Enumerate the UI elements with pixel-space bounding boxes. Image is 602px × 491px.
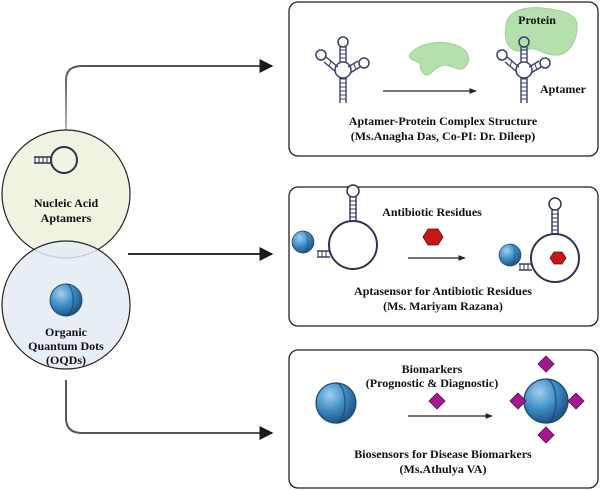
aptamer-label-line-1: Nucleic Acid xyxy=(34,196,99,210)
biomarker-diamond-icon xyxy=(537,426,555,444)
panel-2-top-label: Antibiotic Residues xyxy=(382,205,482,219)
protein-label: Protein xyxy=(518,13,556,27)
qd-label-line-1: Organic xyxy=(45,325,88,339)
aptamer-label: Aptamer xyxy=(540,82,587,96)
panel-1-caption-line-1: Aptamer-Protein Complex Structure xyxy=(349,114,538,128)
aptamer-circle-shape xyxy=(1,129,131,259)
protein-blob-icon xyxy=(408,42,470,76)
quantum-dot-icon xyxy=(291,230,315,254)
biomarker-diamond-icon xyxy=(509,392,527,410)
biomarker-diamond-icon xyxy=(567,392,585,410)
qd-label-line-3: (OQDs) xyxy=(46,353,86,367)
quantum-dot-icon xyxy=(315,382,357,424)
panel-1-caption-line-2: (Ms.Anagha Das, Co-PI: Dr. Dileep) xyxy=(351,129,536,143)
aptamer-hairpin-icon xyxy=(34,146,78,174)
connector-to-panel-1 xyxy=(65,59,274,143)
quantum-dot-icon xyxy=(49,283,83,317)
panel-3-caption-line-1: Biosensors for Disease Biomarkers xyxy=(354,447,532,461)
biomarker-diamond-icon xyxy=(428,392,446,410)
panel-3-frame xyxy=(288,349,599,489)
qd-label-line-2: Quantum Dots xyxy=(28,339,104,353)
qd-circle: Organic Quantum Dots (OQDs) xyxy=(1,240,131,370)
panel-2-frame xyxy=(288,186,599,327)
panel-aptamer-protein: Protein Aptamer Aptamer-Protein Complex … xyxy=(288,1,599,157)
aptamer-circle: Nucleic Acid Aptamers xyxy=(1,129,131,259)
connector-to-panel-3 xyxy=(65,380,274,440)
panel-2-caption-line-1: Aptasensor for Antibiotic Residues xyxy=(354,284,532,298)
panel-3-top-label-line-2: (Prognostic & Diagnostic) xyxy=(366,376,498,390)
panel-3-caption-line-2: (Ms.Athulya VA) xyxy=(400,462,487,476)
biomarker-diamond-icon xyxy=(537,355,555,373)
panel-biomarkers: Biomarkers (Prognostic & Diagnostic) Bio… xyxy=(288,349,599,489)
quantum-dot-icon xyxy=(523,378,569,424)
panel-3-top-label-line-1: Biomarkers xyxy=(402,362,463,376)
aptamer-label-line-2: Aptamers xyxy=(41,211,92,225)
panel-antibiotic: Antibiotic Residues Aptasensor for Antib… xyxy=(288,184,599,327)
protein-blob-icon xyxy=(504,7,578,56)
antibiotic-hexagon-icon xyxy=(549,251,567,265)
antibiotic-hexagon-icon xyxy=(422,228,444,246)
quantum-dot-icon xyxy=(498,243,522,267)
panel-2-caption-line-2: (Ms. Mariyam Razana) xyxy=(383,299,503,313)
